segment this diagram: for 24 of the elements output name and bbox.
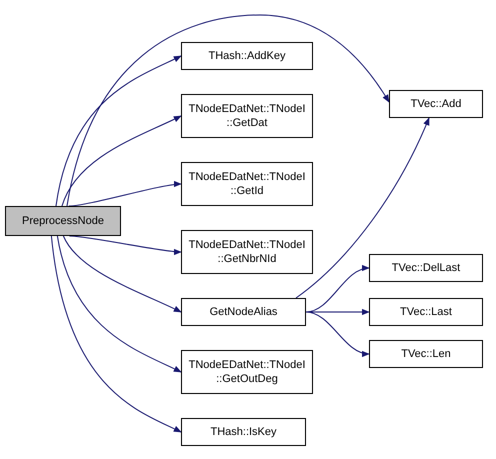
arrow [66, 14, 390, 206]
function-box: TNodeEDatNet::TNodeI ::GetOutDeg [181, 350, 313, 394]
function-box: THash::AddKey [181, 42, 313, 70]
arrow [56, 56, 182, 206]
function-box: TVec::Len [369, 340, 483, 368]
function-box: TVec::DelLast [369, 254, 483, 282]
function-box: THash::IsKey [181, 418, 306, 446]
arrow [68, 181, 182, 206]
function-box: TNodeEDatNet::TNodeI ::GetDat [181, 94, 313, 138]
arrow [56, 236, 182, 372]
function-box: GetNodeAlias [181, 298, 306, 326]
arrow [50, 236, 182, 432]
function-box: PreprocessNode [5, 206, 121, 236]
arrow [62, 116, 182, 206]
function-box: TVec::Add [389, 90, 483, 118]
arrow [68, 236, 182, 255]
function-box: TNodeEDatNet::TNodeI ::GetNbrNId [181, 230, 313, 274]
arrow [62, 236, 182, 312]
function-box: TNodeEDatNet::TNodeI ::GetId [181, 162, 313, 206]
arrow [306, 308, 370, 316]
arrow [306, 312, 370, 356]
arrow [306, 266, 370, 312]
arrow [296, 117, 430, 298]
function-box: TVec::Last [369, 298, 483, 326]
